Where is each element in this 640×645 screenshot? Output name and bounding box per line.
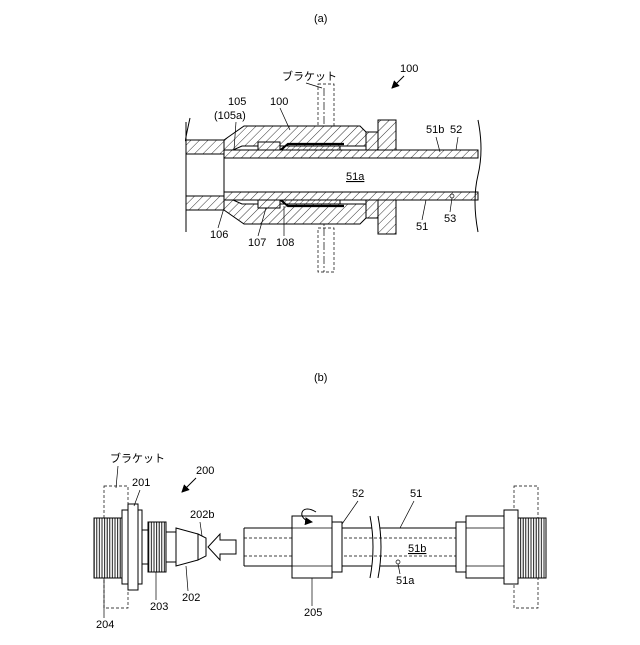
- label-107: 107: [248, 237, 266, 249]
- fitting-wall-top-left: [186, 140, 224, 154]
- spigot-202: [166, 532, 176, 562]
- label-51b-b: 51b: [408, 543, 426, 555]
- nut-lower-a: [366, 198, 378, 218]
- break-mark-2: [378, 516, 381, 578]
- right-collar: [456, 522, 466, 572]
- right-thread-nut: [518, 518, 546, 578]
- body-201-flange: [128, 504, 138, 590]
- nut-upper-a: [366, 132, 378, 152]
- marker-51a-b: [396, 560, 400, 564]
- label-assembly-100: 100: [400, 63, 418, 75]
- leader-51-b: [400, 501, 414, 528]
- thread-203: [148, 522, 166, 572]
- label-51a-a: 51a: [346, 171, 365, 183]
- label-205: 205: [304, 607, 322, 619]
- label-106: 106: [210, 229, 228, 241]
- insertion-arrow: [208, 534, 236, 560]
- flange-upper-a: [378, 120, 396, 154]
- right-flange: [504, 510, 518, 584]
- hose-break-left: [186, 118, 191, 232]
- leader-52-b: [342, 501, 358, 524]
- pipe-wall-lower: [224, 192, 478, 200]
- label-bracket-a: ブラケット: [282, 69, 337, 83]
- label-100-part: 100: [270, 96, 288, 108]
- label-51a-b: 51a: [396, 575, 415, 587]
- label-202b: 202b: [190, 509, 214, 521]
- cone-tip-202b: [198, 534, 206, 560]
- leader-bracket-b: [116, 466, 118, 488]
- bracket-upper-a: [318, 84, 334, 126]
- break-mark-1: [370, 516, 373, 578]
- label-105a: (105a): [214, 110, 246, 122]
- label-bracket-b: ブラケット: [110, 451, 165, 465]
- label-204: 204: [96, 619, 114, 631]
- flange-lower-a: [378, 198, 396, 234]
- label-51b-a: 51b: [426, 124, 444, 136]
- leader-51-a: [422, 200, 426, 220]
- bracket-lower-a: [318, 228, 334, 272]
- nut-204: [94, 518, 122, 578]
- figure-b: (b): [94, 372, 546, 631]
- label-105: 105: [228, 96, 246, 108]
- figure-b-caption: (b): [314, 372, 327, 384]
- figure-a-caption: (a): [314, 13, 327, 25]
- label-108: 108: [276, 237, 294, 249]
- sleeve-upper: [258, 142, 280, 150]
- label-203: 203: [150, 601, 168, 613]
- sleeve-lower: [258, 200, 280, 208]
- right-hex: [466, 516, 504, 578]
- label-51-a: 51: [416, 221, 428, 233]
- fitting-wall-bottom-left: [186, 196, 224, 210]
- label-53: 53: [444, 213, 456, 225]
- arrow-200: [182, 478, 196, 492]
- neck-201: [142, 530, 148, 564]
- leader-202: [186, 566, 188, 591]
- label-assembly-200: 200: [196, 465, 214, 477]
- nut-205-collar: [332, 522, 342, 572]
- nut-205: [292, 516, 332, 578]
- figure-a: (a): [186, 13, 482, 272]
- label-52-b: 52: [352, 488, 364, 500]
- label-52-a: 52: [450, 124, 462, 136]
- leader-52-a: [456, 137, 458, 150]
- label-51-b: 51: [410, 488, 422, 500]
- arrow-100: [392, 76, 404, 88]
- cone-202: [176, 528, 198, 566]
- label-202: 202: [182, 592, 200, 604]
- label-201: 201: [132, 477, 150, 489]
- leader-202b: [200, 522, 202, 536]
- leader-106: [218, 208, 224, 228]
